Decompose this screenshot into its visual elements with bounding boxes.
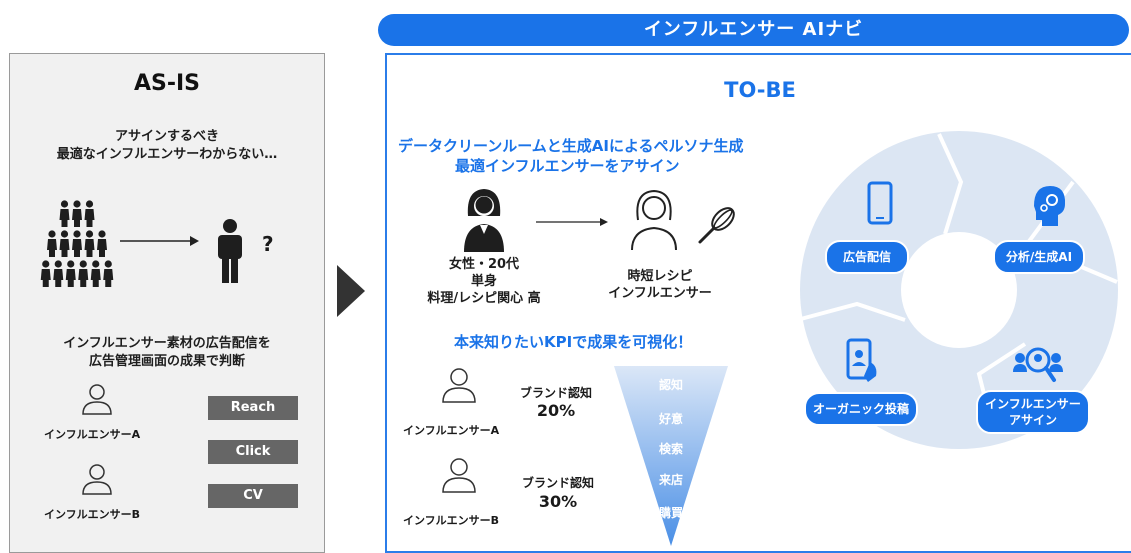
as-is-method-line2: 広告管理画面の成果で判断 [88,354,245,369]
user-outline-icon [442,458,476,493]
whisk-icon [698,207,735,244]
arrow-right-icon [536,218,608,226]
metric-cv: CV [208,484,298,508]
question-mark: ? [262,232,274,256]
mobile-post-icon [846,338,877,382]
as-is-influencer-b: インフルエンサーB [44,508,141,521]
smartphone-icon [867,181,893,225]
cycle-step-influencer-assign: インフルエンサー アサイン [976,390,1090,434]
user-outline-icon [82,464,112,495]
funnel-stage-search: 検索 [658,442,683,456]
assign-line2: アサイン [1008,413,1057,427]
as-is-method-line1: インフルエンサー素材の広告配信を [63,336,271,351]
transition-arrow-icon [337,265,365,317]
to-be-headline1: データクリーンルームと生成AIによるペルソナ生成 [398,137,744,155]
cycle-step-analysis: 分析/生成AI [993,240,1085,274]
as-is-panel [9,53,325,553]
metric-click: Click [208,440,298,464]
to-be-influencer-b: インフルエンサーB [403,514,500,527]
to-be-headline2: 最適インフルエンサーをアサイン [455,157,680,175]
arrow-right-icon [120,236,199,246]
target-line1: 時短レシピ [627,269,693,284]
funnel-stage-visit: 来店 [658,473,683,487]
brand-label-a: ブランド認知 [519,386,592,400]
influencer-search-icon [1013,347,1063,382]
user-outline-icon [442,368,476,403]
cycle-step-ad-delivery: 広告配信 [825,240,909,274]
kpi-headline: 本来知りたいKPIで成果を可視化！ [454,333,693,351]
persona-line2: 単身 [470,274,497,289]
target-line2: インフルエンサー [608,286,712,301]
metric-reach: Reach [208,396,298,420]
to-be-title: TO-BE [724,78,796,102]
cycle-step-organic-post: オーガニック投稿 [804,392,918,426]
ai-head-icon [1034,186,1066,226]
woman-icon [464,189,504,252]
crowd-icon [40,200,114,287]
as-is-problem-line2: 最適なインフルエンサーわからない… [56,147,278,162]
user-outline-icon [82,384,112,415]
woman-outline-icon [631,189,677,251]
kpi-funnel [614,366,728,546]
app-banner: インフルエンサー AIナビ [378,14,1129,46]
as-is-title: AS-IS [133,71,201,96]
funnel-stage-awareness: 認知 [658,378,683,392]
as-is-influencer-a: インフルエンサーA [44,428,141,441]
brand-value-b: 30% [538,492,578,511]
brand-label-b: ブランド認知 [521,476,594,490]
funnel-stage-purchase: 購買 [658,506,683,520]
persona-line1: 女性・20代 [448,257,520,272]
as-is-problem-line1: アサインするべき [114,129,219,144]
to-be-influencer-a: インフルエンサーA [403,424,500,437]
brand-value-a: 20% [536,401,576,420]
assign-line1: インフルエンサー [985,397,1081,411]
person-icon [218,219,242,283]
funnel-stage-favorability: 好意 [658,412,683,426]
persona-line3: 料理/レシピ関心 高 [427,291,541,306]
